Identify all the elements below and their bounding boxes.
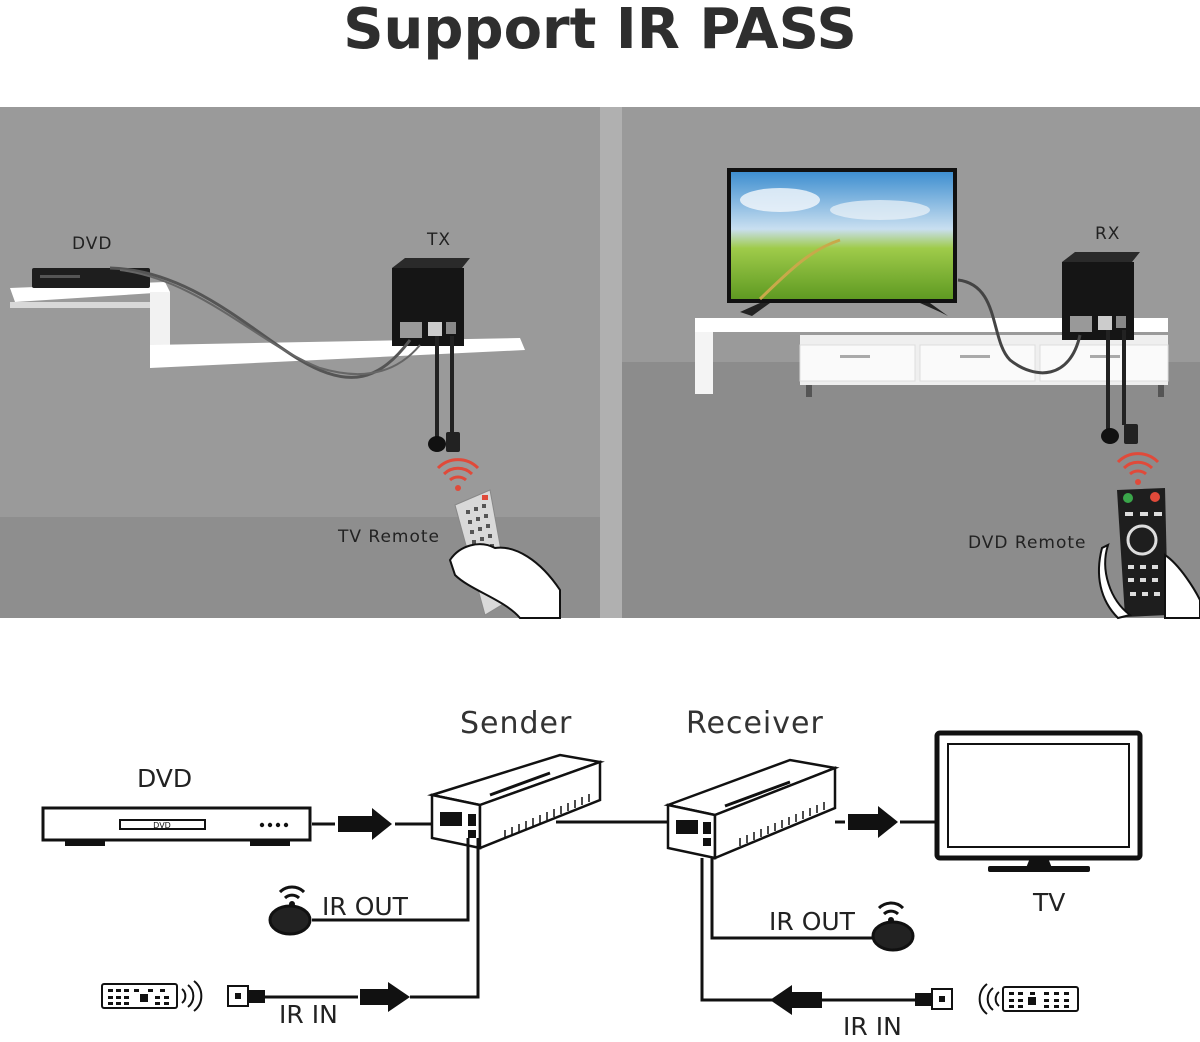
rx-label: RX — [1095, 224, 1121, 244]
ir-out-emitter-icon — [268, 904, 312, 936]
right-photo-panel — [622, 107, 1200, 620]
signal-icon — [1116, 452, 1160, 485]
signal-icon — [436, 458, 480, 491]
ir-receiver-eye-icon — [1101, 428, 1119, 444]
receiver-ir-out-label: IR OUT — [769, 907, 855, 936]
sender-ir-in-label: IR IN — [279, 1000, 338, 1029]
signal-icon — [877, 901, 905, 923]
dvd-label: DVD — [137, 764, 193, 793]
arrow-right-icon — [338, 808, 392, 840]
tv-remote-label: TV Remote — [338, 527, 441, 547]
dvd-player-photo — [32, 268, 150, 288]
connection-diagram — [41, 730, 1143, 1015]
sender-label: Sender — [460, 706, 573, 741]
sender-ir-out-label: IR OUT — [322, 892, 408, 921]
dvd-remote-hand-icon — [1098, 488, 1200, 620]
tx-extender-photo — [392, 258, 470, 346]
ir-emitter-icon — [1124, 424, 1138, 444]
remote-control-icon — [978, 983, 1079, 1015]
tv-label: TV — [1033, 888, 1066, 917]
sender-device — [427, 753, 605, 850]
rx-extender-photo — [1062, 252, 1140, 340]
arrow-left-icon — [770, 985, 822, 1015]
tx-label: TX — [427, 230, 452, 250]
tv-photo — [727, 168, 957, 316]
arrow-right-icon — [848, 806, 898, 838]
signal-icon — [278, 885, 306, 907]
ir-in-sensor-icon — [227, 985, 265, 1007]
dvd-remote-label: DVD Remote — [968, 533, 1087, 553]
page-title: Support IR PASS — [343, 0, 857, 62]
left-photo-panel — [0, 107, 600, 619]
receiver-label: Receiver — [686, 706, 824, 741]
dvd-tray-text: DVD — [153, 821, 171, 830]
ir-receiver-eye-icon — [428, 436, 446, 452]
tv-device — [934, 730, 1143, 872]
remote-control-icon — [101, 980, 203, 1012]
tv-remote-hand-icon — [448, 489, 561, 619]
receiver-device — [663, 758, 840, 860]
ir-emitter-icon — [446, 432, 460, 452]
dvd-player-device — [41, 806, 312, 846]
ir-in-sensor-icon — [915, 988, 953, 1010]
dvd-photo-label: DVD — [72, 234, 113, 254]
receiver-ir-in-label: IR IN — [843, 1012, 902, 1041]
arrow-right-icon — [360, 982, 410, 1012]
ir-out-emitter-icon — [871, 920, 915, 952]
